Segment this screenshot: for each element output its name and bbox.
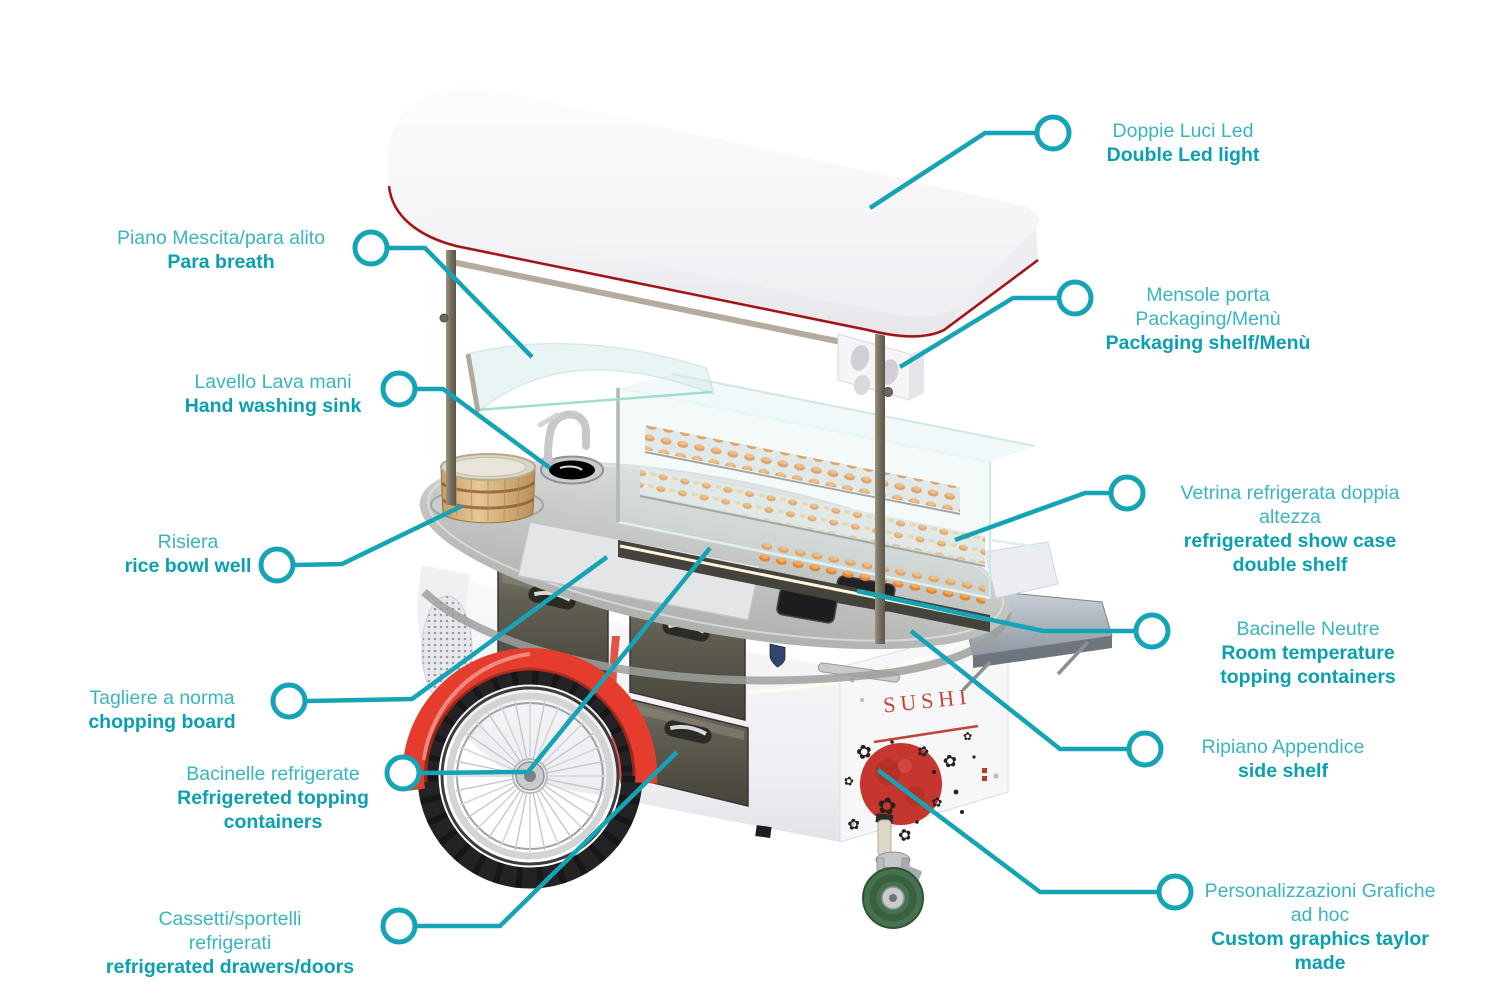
leader-chopping-board [306, 555, 609, 704]
callout-hand-washing-sink: Lavello Lava mani Hand washing sink [185, 370, 362, 418]
callout-label-it: Tagliere a norma [89, 687, 235, 709]
marker-double-led-light [1034, 114, 1072, 152]
marker-refrigerated-drawers [380, 907, 418, 945]
callout-para-breath: Piano Mescita/para alito Para breath [117, 226, 325, 274]
callout-chopping-board: Tagliere a norma chopping board [88, 686, 235, 734]
marker-refrigerated-topping [384, 754, 422, 792]
callout-label-it: Packaging/Menù [1135, 308, 1281, 330]
callout-label-it: Ripiano Appendice [1201, 736, 1365, 758]
wheel-spokes [454, 700, 606, 852]
callout-label-en: double shelf [1232, 554, 1348, 576]
canopy-red-trim [387, 185, 1039, 338]
body-foot [755, 825, 772, 839]
callout-label-it: Bacinelle refrigerate [186, 763, 360, 785]
wheel-fender [402, 647, 658, 792]
callout-label-en: Packaging shelf/Menù [1105, 332, 1311, 354]
shield-logo-icon [769, 643, 786, 668]
marker-rice-bowl-well [258, 546, 296, 584]
hand-washing-sink-part [537, 410, 604, 485]
leader-refrigerated-topping [420, 546, 712, 776]
leader-para-breath [389, 245, 534, 359]
canopy-right-face [944, 228, 1038, 332]
callout-label-en: Custom graphics taylor [1211, 928, 1429, 950]
marker-chopping-board [270, 682, 308, 720]
callout-label-it: altezza [1259, 506, 1321, 528]
callout-label-en: Refrigereted topping [177, 787, 369, 809]
canopy-top-face [387, 85, 1040, 317]
leader-rice-bowl-well [294, 503, 463, 568]
svg-text:✿: ✿ [842, 773, 855, 789]
callout-rice-bowl-well: Risiera rice bowl well [125, 530, 252, 578]
callout-custom-graphics: Personalizzazioni Grafiche ad hoc Custom… [1205, 879, 1436, 975]
callout-refrigerated-show-case: Vetrina refrigerata doppia altezza refri… [1181, 481, 1400, 577]
callout-label-en: refrigerated show case [1183, 530, 1397, 552]
svg-text:✿: ✿ [896, 824, 914, 846]
callout-label-it: Personalizzazioni Grafiche [1204, 880, 1436, 902]
callout-side-shelf: Ripiano Appendice side shelf [1202, 735, 1365, 783]
callout-refrigerated-topping: Bacinelle refrigerate Refrigereted toppi… [177, 762, 369, 834]
callout-label-it: Bacinelle Neutre [1236, 618, 1380, 640]
leader-room-temp-topping [856, 588, 1134, 634]
callout-label-en: Hand washing sink [184, 395, 362, 417]
callout-label-it: ad hoc [1290, 904, 1350, 926]
callout-label-it: Piano Mescita/para alito [116, 227, 326, 249]
callout-label-en: made [1294, 952, 1346, 974]
callout-label-en: chopping board [88, 711, 236, 733]
caster-wheel [862, 813, 924, 929]
leader-side-shelf [909, 629, 1127, 752]
leader-double-led-light [868, 130, 1035, 210]
marker-packaging-shelf [1056, 279, 1094, 317]
callout-label-it: Risiera [157, 531, 219, 553]
packaging-shelf-part [837, 333, 924, 401]
leader-packaging-shelf [898, 295, 1057, 369]
leader-refrigerated-show-case [954, 490, 1109, 543]
marker-para-breath [352, 229, 390, 267]
callout-label-it: Mensole porta [1146, 284, 1270, 306]
front-wheel [417, 663, 643, 889]
callout-label-it: refrigerati [188, 932, 272, 954]
marker-room-temp-topping [1133, 612, 1171, 650]
callout-label-en: topping containers [1220, 666, 1396, 688]
breath-guard-part [465, 342, 716, 414]
callout-refrigerated-drawers: Cassetti/sportelli refrigerati refrigera… [106, 907, 354, 979]
refrigerated-drawer-mid-bottom [632, 699, 749, 807]
svg-text:✿: ✿ [854, 740, 875, 765]
callout-markers [258, 114, 1194, 945]
callout-label-en: Room temperature [1221, 642, 1395, 664]
wheel-spokes-2 [455, 701, 605, 851]
canopy-support-bar [451, 259, 881, 353]
callout-label-en: refrigerated drawers/doors [105, 956, 355, 978]
callout-label-it: Doppie Luci Led [1112, 120, 1254, 142]
svg-text:✿: ✿ [963, 730, 972, 743]
svg-text:✿: ✿ [847, 815, 861, 834]
callout-label-it: Lavello Lava mani [194, 371, 352, 393]
callout-double-led-light: Doppie Luci Led Double Led light [1107, 119, 1260, 167]
leader-custom-graphics [876, 768, 1157, 895]
leader-refrigerated-drawers [417, 750, 679, 929]
canopy [387, 85, 1040, 339]
callout-leader-lines [294, 130, 1157, 929]
marker-refrigerated-show-case [1108, 474, 1146, 512]
callout-label-en: containers [223, 811, 323, 833]
callout-packaging-shelf: Mensole porta Packaging/Menù Packaging s… [1106, 283, 1311, 355]
svg-text:✿: ✿ [941, 751, 959, 773]
support-poles [439, 250, 893, 644]
faucet [537, 410, 590, 466]
marker-side-shelf [1126, 730, 1164, 768]
callout-label-en: Para breath [167, 251, 275, 273]
callout-label-it: Vetrina refrigerata doppia [1180, 482, 1400, 504]
callout-label-en: rice bowl well [124, 555, 252, 577]
chopping-board-part [517, 521, 761, 621]
callout-label-en: side shelf [1238, 760, 1328, 782]
leader-hand-washing-sink [417, 386, 552, 470]
custom-graphics-artwork: SUSHI ✿ ✿ ✿ ✿ ✿ ✿ ✿ ✿ ✿ [842, 683, 987, 846]
svg-text:✿: ✿ [915, 743, 931, 762]
callout-room-temp-topping: Bacinelle Neutre Room temperature toppin… [1220, 617, 1396, 689]
callout-label-en: Double Led light [1106, 144, 1260, 166]
callout-label-it: Cassetti/sportelli [158, 908, 302, 930]
svg-text:✿: ✿ [931, 795, 944, 811]
marker-hand-washing-sink [380, 370, 418, 408]
marker-custom-graphics [1156, 873, 1194, 911]
